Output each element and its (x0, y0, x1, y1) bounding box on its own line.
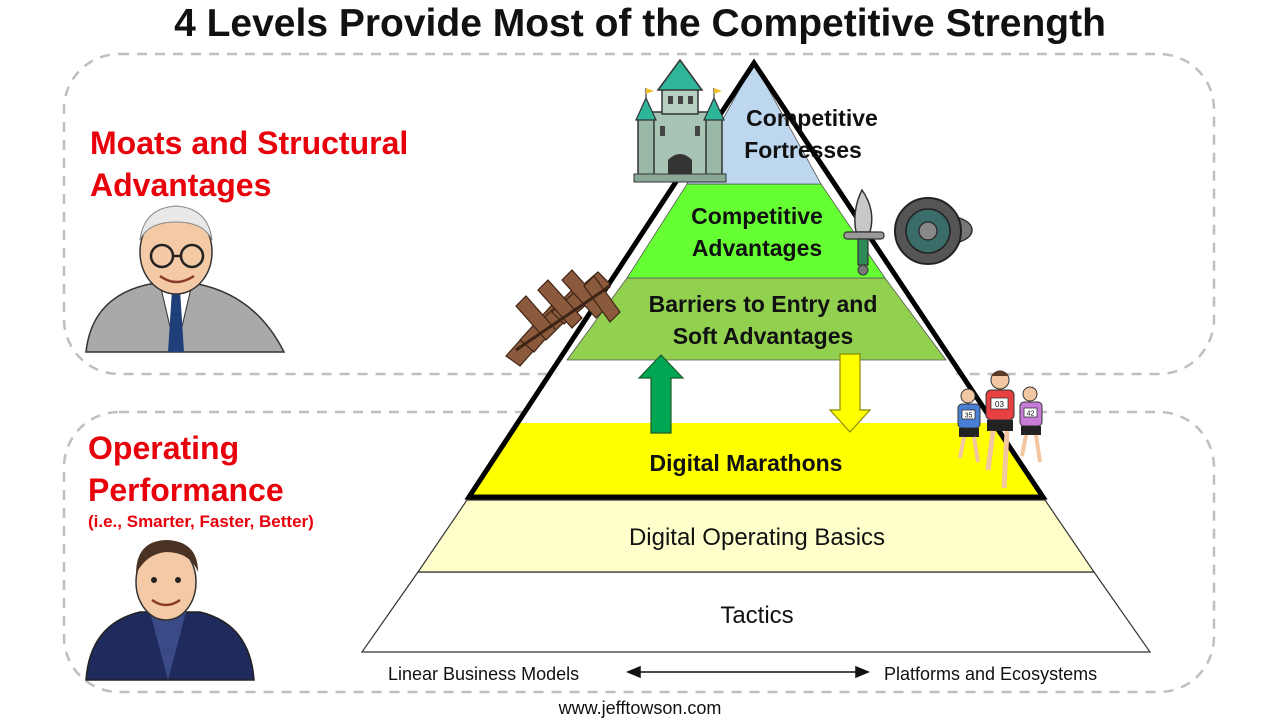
moats-heading-line1: Moats and Structural (90, 125, 409, 161)
advantages-label-2: Advantages (692, 235, 822, 261)
level-white-band (520, 360, 991, 423)
level-digital-operating-basics (416, 499, 1096, 573)
website-footer: www.jefftowson.com (558, 698, 722, 718)
barriers-label-2: Soft Advantages (673, 323, 854, 349)
operating-subheading: (i.e., Smarter, Faster, Better) (88, 512, 314, 531)
entrepreneur-portrait (85, 540, 255, 681)
moats-heading: Moats and Structural Advantages (90, 122, 408, 206)
tactics-label: Tactics (720, 602, 793, 629)
shield-icon (894, 197, 973, 265)
up-arrow (637, 354, 685, 434)
dagger-icon (843, 188, 885, 276)
operating-section-box (62, 410, 1216, 694)
operating-basics-label: Digital Operating Basics (629, 524, 885, 551)
operating-heading-line2: Performance (88, 472, 284, 508)
axis-left-label: Linear Business Models (388, 664, 580, 684)
castle-icon (633, 58, 727, 183)
runner-number-3: 42 (1027, 411, 1035, 418)
moats-section-box (62, 52, 1216, 376)
runner-number-1: 35 (965, 413, 973, 420)
level-digital-marathons (469, 423, 1043, 497)
down-arrow (828, 353, 872, 433)
marathons-label: Digital Marathons (650, 450, 843, 476)
upper-pyramid-outline (464, 58, 1048, 500)
axis-right-label: Platforms and Ecosystems (884, 664, 1098, 684)
barriers-label-1: Barriers to Entry and (649, 291, 878, 317)
wooden-barricade-icon (505, 269, 621, 367)
fortresses-label-1: Competitive (746, 105, 878, 131)
business-model-axis-arrow (626, 665, 870, 679)
investor-portrait (85, 205, 286, 353)
operating-heading: Operating Performance (88, 427, 284, 511)
runner-number-2: 03 (995, 400, 1004, 409)
operating-heading-line1: Operating (88, 430, 240, 466)
advantages-label-1: Competitive (691, 203, 823, 229)
runners-icon: 35 42 03 (957, 370, 1043, 489)
moats-heading-line2: Advantages (90, 167, 272, 203)
fortresses-label-2: Fortresses (744, 137, 862, 163)
page-title: 4 Levels Provide Most of the Competitive… (174, 2, 1106, 45)
